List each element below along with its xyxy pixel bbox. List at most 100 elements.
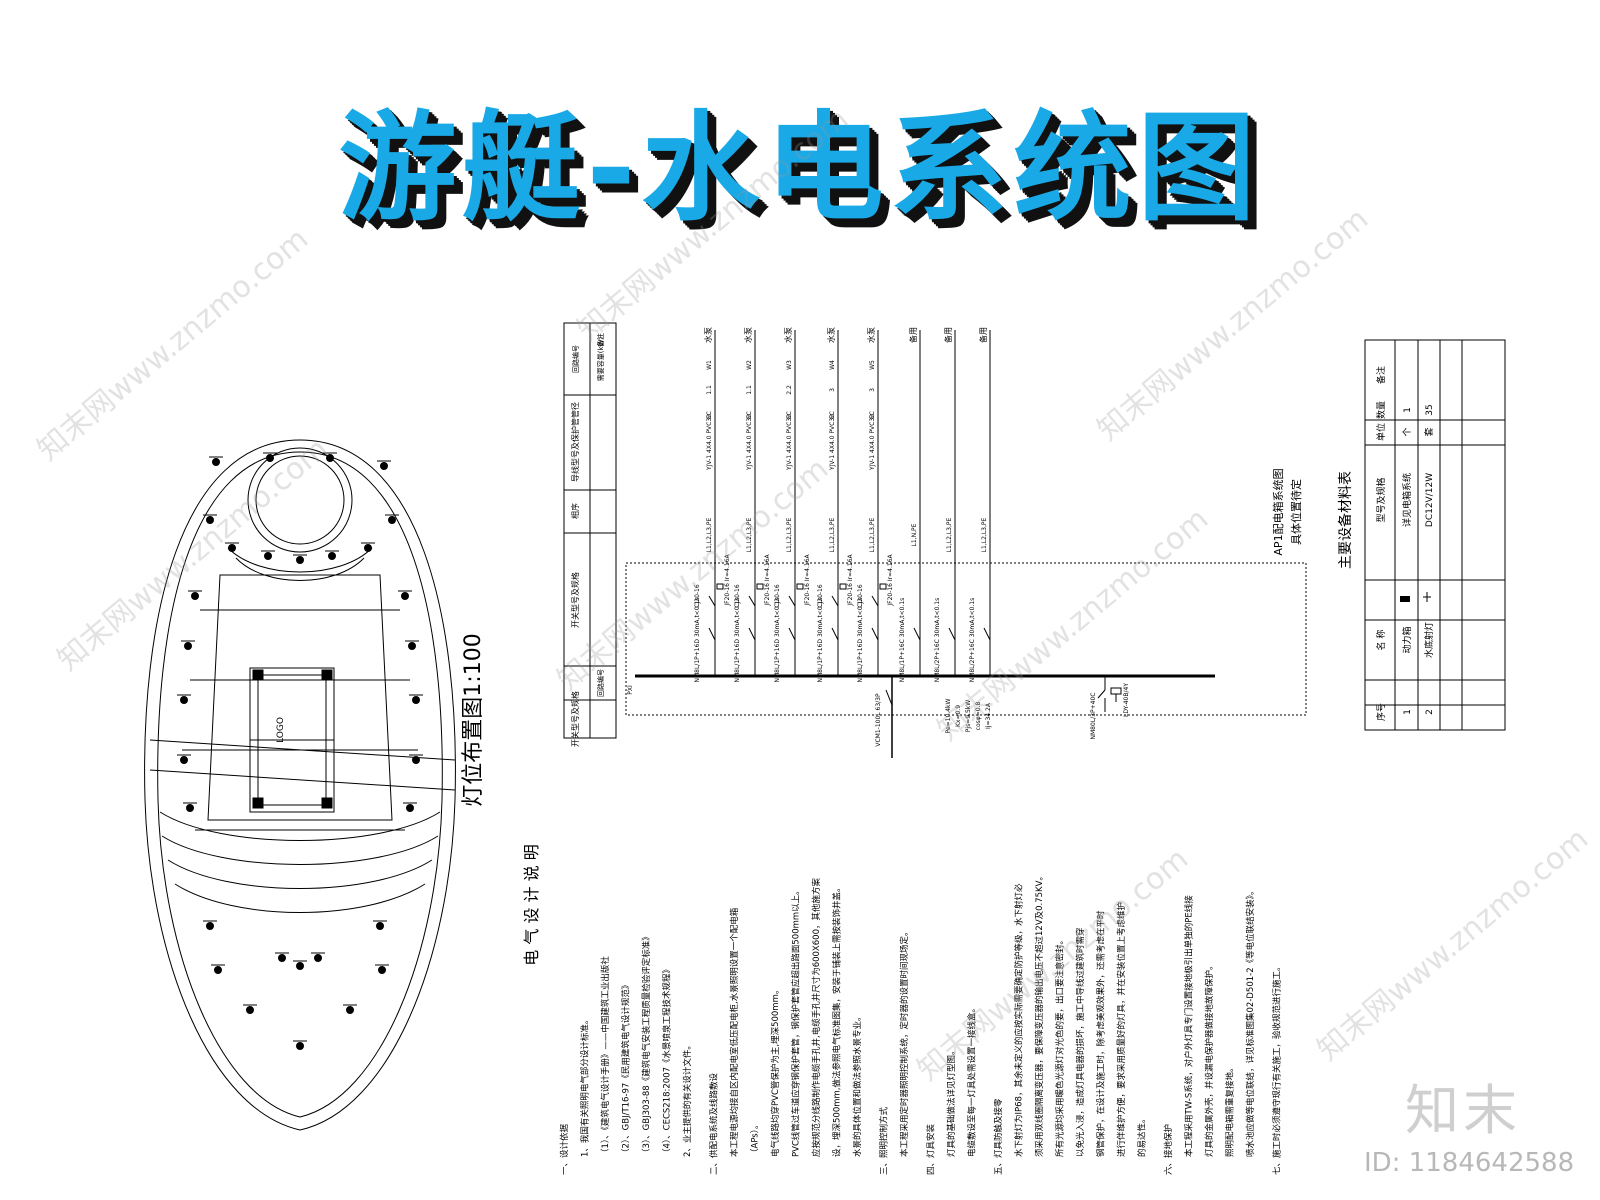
circuit-note-label: 备用 (908, 327, 918, 343)
branch-circuit (831, 330, 847, 676)
notes-line: 灯具的金属外壳，并设漏电保护器做接地故障保护。 (1204, 961, 1215, 1157)
notes-line: 本工程电源均接自区内配电室低压配电柜,水景照明设置一个配电箱 (729, 907, 740, 1157)
branch-circuits (708, 330, 991, 676)
material-cell: 2 (1425, 709, 1435, 715)
light-fixture-icon (373, 920, 387, 930)
light-layout-plan (144, 439, 456, 1131)
hull-outline-outer (144, 439, 456, 1131)
light-fixture-icon (261, 550, 275, 560)
header-label: 导线型号及保护管管径 (570, 402, 580, 482)
circuit-contactor-label: CJ20-16 (694, 584, 701, 608)
header-label: 开关型号及规格 (570, 691, 580, 747)
notes-line: 照明配电箱需重复接地。 (1225, 1063, 1236, 1157)
circuit-fc-label: FC (829, 411, 836, 419)
light-fixture-icon (203, 514, 217, 524)
switchbox-symbol-icon (1400, 596, 1410, 602)
circuit-kw-label: 1.1 (706, 385, 713, 395)
brand-id: ID: 1184642588 (1364, 1148, 1575, 1178)
circuit-phase-label: L1,L2,L3,PE (829, 517, 836, 552)
notes-line: 喷水池应做等电位联结，详见标准图集02-D501-2《等电位联结安装》。 (1245, 887, 1256, 1157)
circuit-phase-label: L1,L2,L3,PE (706, 517, 713, 552)
light-fixture-icon (203, 920, 217, 930)
branch-circuit (948, 330, 956, 676)
incoming-breaker-label: VCM1-100L 63/3P (875, 693, 882, 747)
light-fixture-icon (209, 456, 223, 466)
material-cell: 套 (1423, 427, 1435, 436)
light-fixture-icon (243, 1004, 257, 1014)
circuit-breaker-label: NM8L/1P+16D 30mA,t<0.1s (734, 597, 741, 682)
material-table-title: 主要设备材料表 (1337, 471, 1354, 569)
circuit-breaker-label: NM8L/1P+16D 30mA,t<0.1s (774, 597, 781, 682)
notes-line: 2、业主提供的有关设计文件。 (682, 1041, 693, 1157)
brand-logo: 知末 (1405, 1079, 1521, 1142)
light-fixture-icon (181, 640, 195, 650)
circuit-fc-label: FC (706, 411, 713, 419)
circuit-contactor-label: CJ20-16 (774, 584, 781, 608)
notes-line: 钢管保护，在设计及施工时，除考虑美观效果外，还需考虑在平时 (1096, 910, 1107, 1157)
circuit-no-label: W2 (746, 360, 753, 370)
material-header: 单位 (1375, 423, 1387, 441)
circuit-kw-label: 2.2 (786, 385, 793, 395)
underwater-lights (177, 452, 423, 1050)
header-label: 回路编号 (596, 669, 605, 697)
notes-line: 三、照明控制方式 (879, 1106, 890, 1175)
cabin-outline (207, 574, 393, 821)
notes-line: 四、灯具安装 (926, 1123, 937, 1175)
light-fixture-icon (409, 694, 423, 704)
branch-circuit (913, 330, 921, 676)
light-fixture-icon (409, 754, 423, 764)
light-fixture-icon (188, 590, 202, 600)
circuit-phase-label: L1,L2,L3,PE (746, 517, 753, 552)
plan-scale-label: 灯位布置图1:100 (461, 633, 486, 806)
notes-heading: 电 气 设 计 说 明 (522, 844, 541, 965)
header-label: 回路编号 (571, 345, 580, 373)
incoming-feeder-label: PXI (627, 685, 634, 695)
incoming-kx-label: Kx=0.9 (955, 705, 962, 727)
notes-line: 本工程采用定时器照明控制系统，定时器的设置时间现场定。 (899, 927, 910, 1157)
light-symbol-icon (1423, 592, 1431, 602)
circuit-kw-label: 3 (869, 388, 876, 392)
circuit-breaker-label: NM8L/1P+16D 30mA,t<0.1s (817, 597, 824, 682)
schematic-subtitle: 具体位置待定 (1289, 479, 1303, 545)
notes-line: PVC线管过车道应穿钢保护套管，钢保护套管应超出路面500mm以上。 (791, 886, 802, 1157)
bow-deck-circle-inner (255, 455, 345, 545)
notes-line: （APs）。 (750, 1121, 761, 1157)
light-fixture-icon (263, 452, 277, 462)
light-fixture-icon (403, 802, 417, 812)
material-header: 名 称 (1375, 630, 1387, 651)
notes-line: 设，埋深500mm,做法参照电气标准图集，安装于铺装上需按装饰井盖。 (832, 884, 843, 1158)
hull-outline-inner (157, 451, 443, 1118)
material-cell: 35 (1425, 404, 1435, 415)
light-fixture-icon (375, 964, 389, 974)
header-label: 备注 (596, 333, 605, 347)
notes-line: 以免光入浸，造成灯具电器的损坏，施工中导线过建筑时需穿 (1075, 927, 1086, 1157)
header-label: 相序 (570, 503, 580, 519)
material-header: 备注 (1375, 366, 1387, 384)
circuit-phase-label: L1,N,PE (911, 523, 918, 546)
light-fixture-icon (293, 554, 307, 564)
header-label: 需要容量(kW) (596, 337, 605, 382)
notes-line: （2）、GBJ/T16-97《民用建筑电气设计规范》 (621, 981, 632, 1157)
notes-line: 须采用双线圈隔离变压器，要保障变压器的输出电压不超过12V及0.75KV。 (1034, 872, 1045, 1157)
light-fixture-icon (293, 960, 307, 970)
light-fixture-icon (398, 590, 412, 600)
circuit-cable-label: YJV-1 4X4.0 PVC32 (706, 414, 713, 471)
incoming-pjs-label: Pjs=9.5kW (965, 700, 972, 732)
circuit-contactor-label: CJ20-16 (817, 584, 824, 608)
circuit-kw-label: 1.1 (746, 385, 753, 395)
light-fixture-icon (211, 964, 225, 974)
light-fixture-icon (325, 550, 339, 560)
circuit-note-label: 备用 (943, 327, 953, 343)
notes-line: 水景的具体位置和做法参照水景专业。 (852, 1012, 863, 1157)
circuit-note-label: 水泵 (783, 327, 793, 343)
stern-arc-2 (161, 835, 439, 865)
notes-line: 一、设计依据 (559, 1123, 570, 1175)
box-outline (625, 562, 1307, 716)
circuit-breaker-label: NM8L/1P+16D 30mA,t<0.1s (857, 597, 864, 682)
material-cell: 水底射灯 (1423, 622, 1435, 658)
circuit-phase-label: L1,L2,L3,PE (981, 517, 988, 552)
light-fixture-icon (177, 694, 191, 704)
circuit-phase-label: L1,L2,L3,PE (869, 517, 876, 552)
notes-line: 所有光源均采用暖色光源灯对光色的要，出口要注意密封。 (1055, 936, 1066, 1157)
